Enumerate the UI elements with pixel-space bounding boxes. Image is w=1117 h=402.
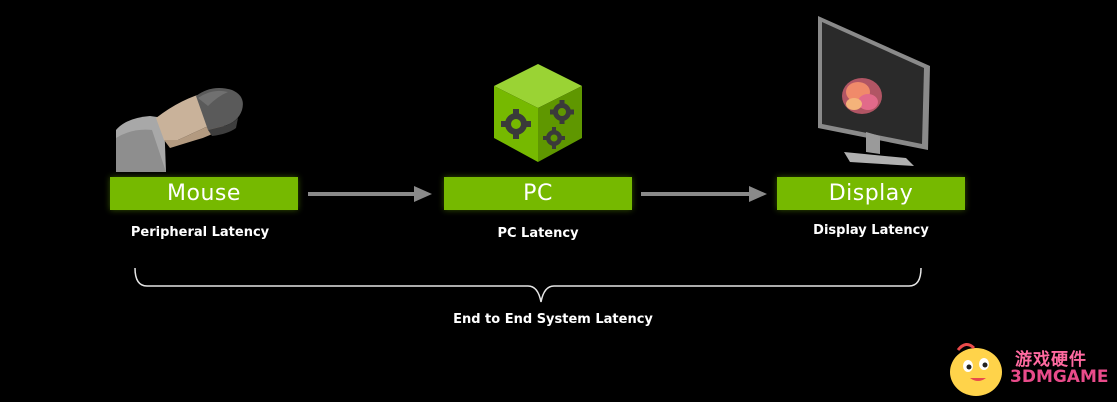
- peripheral-latency-caption: Peripheral Latency: [130, 225, 270, 240]
- watermark-mascot-icon: [950, 343, 1002, 396]
- stage-label-display: Display: [828, 181, 914, 206]
- stage-label-pc: PC: [523, 181, 553, 206]
- gear-cube-icon: [494, 64, 582, 162]
- arrow-right-icon: [308, 186, 432, 202]
- stage-box-display: Display: [777, 177, 965, 210]
- watermark-text-cn: 游戏硬件: [1015, 350, 1087, 370]
- hand-on-mouse-icon: [116, 88, 243, 172]
- display-latency-caption: Display Latency: [813, 223, 929, 238]
- stage-box-mouse: Mouse: [110, 177, 298, 210]
- stage-label-mouse: Mouse: [167, 181, 241, 206]
- watermark-text-en: 3DMGAME: [1010, 367, 1109, 387]
- arrow-right-icon: [641, 186, 767, 202]
- pc-latency-caption: PC Latency: [497, 226, 579, 241]
- stage-box-pc: PC: [444, 177, 632, 210]
- end-to-end-latency-caption: End to End System Latency: [453, 312, 653, 327]
- span-brace: [134, 267, 922, 303]
- monitor-icon: [818, 16, 930, 166]
